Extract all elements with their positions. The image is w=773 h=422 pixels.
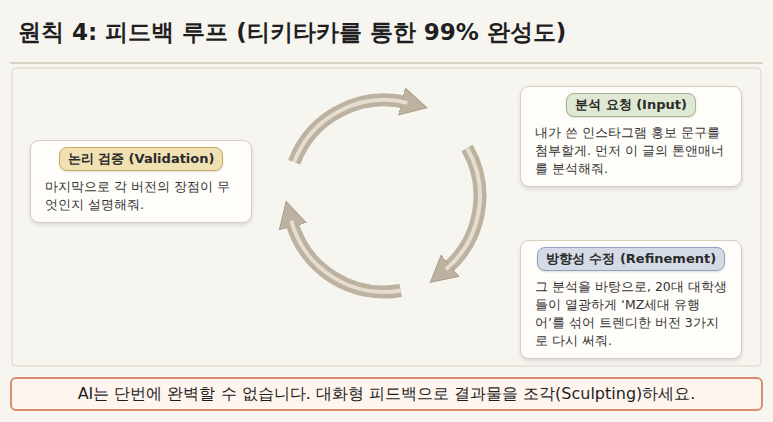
- box-heading: 논리 검증 (Validation): [59, 147, 224, 171]
- process-box: 방향성 수정 (Refinement) 그 분석을 바탕으로, 20대 대학생들이…: [520, 240, 742, 359]
- loop-highlight: [291, 221, 400, 292]
- loop-arrow: [294, 100, 407, 162]
- caption-box: AI는 단번에 완벽할 수 없습니다. 대화형 피드백으로 결과물을 조각(Sc…: [10, 377, 763, 411]
- loop-highlight: [294, 100, 407, 162]
- loop-arrow: [291, 221, 400, 292]
- loop-arrow: [446, 148, 480, 270]
- loop-highlight: [446, 148, 480, 270]
- process-box: 분석 요청 (Input) 내가 쓴 인스타그램 홍보 문구를 첨부할게. 먼저 …: [520, 86, 742, 187]
- box-body: 그 분석을 바탕으로, 20대 대학생들이 열광하게 ‘MZ세대 유행어’를 섞…: [531, 278, 731, 350]
- box-heading: 분석 요청 (Input): [566, 93, 696, 117]
- box-body: 내가 쓴 인스타그램 홍보 문구를 첨부할게. 먼저 이 글의 톤앤매너를 분석…: [531, 124, 731, 178]
- process-box: 논리 검증 (Validation) 마지막으로 각 버전의 장점이 무엇인지 설…: [30, 140, 252, 223]
- box-body: 마지막으로 각 버전의 장점이 무엇인지 설명해줘.: [41, 178, 241, 214]
- diagram-title: 원칙 4: 피드백 루프 (티키타카를 통한 99% 완성도): [18, 14, 758, 50]
- box-heading: 방향성 수정 (Refinement): [537, 247, 725, 271]
- caption-text: AI는 단번에 완벽할 수 없습니다. 대화형 피드백으로 결과물을 조각(Sc…: [78, 384, 696, 405]
- panel-frame: [12, 68, 761, 366]
- title-rule: [10, 62, 763, 64]
